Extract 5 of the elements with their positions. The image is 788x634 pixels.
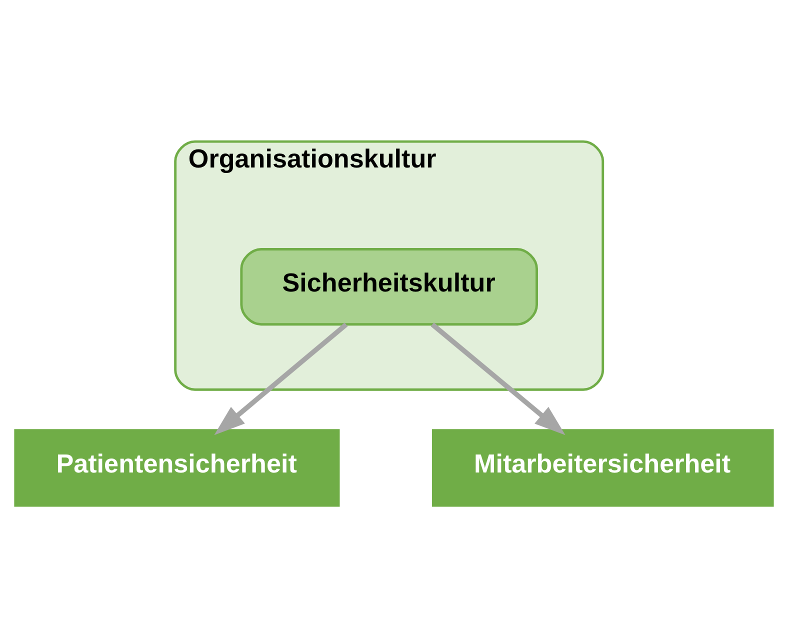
node-box: Mitarbeitersicherheit	[432, 429, 774, 507]
node-box: Patientensicherheit	[14, 429, 340, 507]
node-box: Sicherheitskultur	[240, 248, 538, 326]
arrow	[430, 322, 566, 436]
arrow	[214, 322, 348, 436]
